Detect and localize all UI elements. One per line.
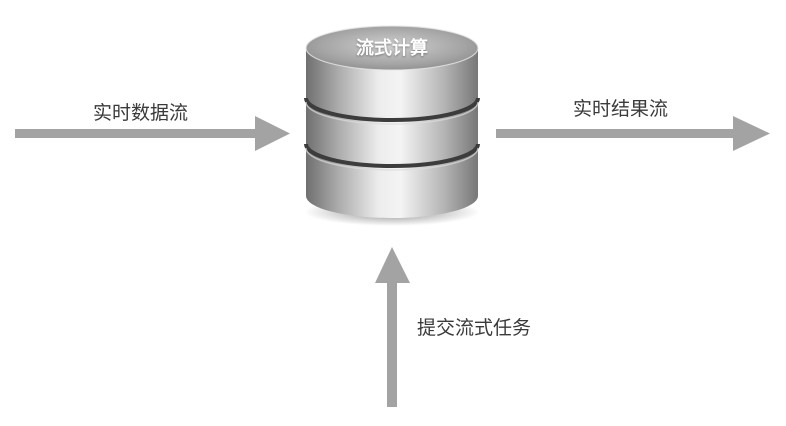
database-icon — [304, 25, 480, 226]
input-label: 实时数据流 — [93, 102, 189, 124]
submit-arrow — [375, 247, 410, 407]
input-arrow — [15, 116, 290, 151]
database-title: 流式计算 — [356, 38, 428, 59]
submit-label: 提交流式任务 — [417, 317, 532, 339]
output-label: 实时结果流 — [573, 98, 669, 120]
output-arrow — [496, 116, 770, 151]
